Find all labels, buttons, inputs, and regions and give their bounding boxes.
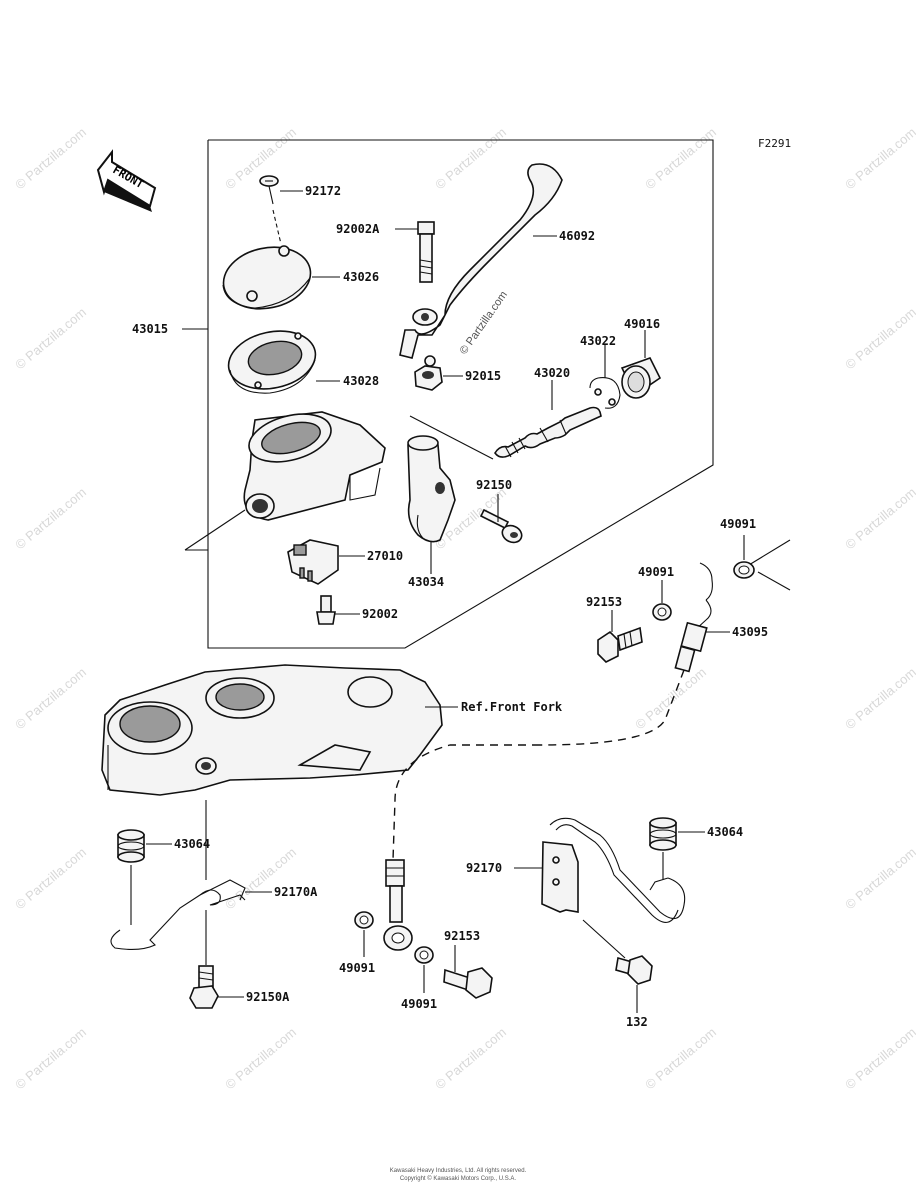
label-49091-d: 49091	[401, 997, 437, 1011]
grommet-43064-b	[649, 817, 677, 851]
watermark: © Partzilla.com	[842, 1024, 916, 1092]
watermark: © Partzilla.com	[842, 124, 916, 192]
watermark: © Partzilla.com	[632, 664, 709, 732]
watermark: © Partzilla.com	[222, 1024, 299, 1092]
label-43020: 43020	[534, 366, 570, 380]
label-49016: 49016	[624, 317, 660, 331]
label-43026: 43026	[343, 270, 379, 284]
bracket-92170	[541, 817, 686, 923]
label-92153-b: 92153	[444, 929, 480, 943]
nut-92015	[414, 355, 443, 391]
watermark: © Partzilla.com	[12, 484, 89, 552]
master-cylinder-body	[243, 411, 386, 521]
label-92172: 92172	[305, 184, 341, 198]
watermark: © Partzilla.com	[12, 1024, 89, 1092]
watermark: © Partzilla.com	[842, 304, 916, 372]
circlip-43022	[589, 377, 621, 409]
boot-49016	[620, 357, 662, 399]
label-92153-a: 92153	[586, 595, 622, 609]
label-ref-front-fork: Ref.Front Fork	[461, 700, 563, 714]
label-43034: 43034	[408, 575, 444, 589]
watermark: © Partzilla.com	[432, 124, 509, 192]
pivot-bolt-92002A	[417, 221, 435, 283]
label-92170: 92170	[466, 861, 502, 875]
footer-line-1: Kawasaki Heavy Industries, Ltd. All righ…	[389, 1168, 527, 1174]
watermark: © Partzilla.com	[842, 844, 916, 912]
watermark: © Partzilla.com	[642, 124, 719, 192]
label-46092: 46092	[559, 229, 595, 243]
watermark: © Partzilla.com	[432, 1024, 509, 1092]
watermark: © Partzilla.com	[12, 844, 89, 912]
assembly-outline	[207, 139, 714, 649]
label-92150A: 92150A	[246, 990, 290, 1004]
washer-49091-a	[733, 561, 755, 579]
watermark: © Partzilla.com	[12, 304, 89, 372]
label-43028: 43028	[343, 374, 379, 388]
washer-49091-c	[354, 911, 374, 929]
label-49091-c: 49091	[339, 961, 375, 975]
watermark: © Partzilla.com	[222, 844, 299, 912]
watermark: © Partzilla.com	[642, 1024, 719, 1092]
label-49091-b: 49091	[638, 565, 674, 579]
clamp-43034	[407, 435, 456, 543]
clip-92170A	[110, 879, 246, 951]
bolt-132	[615, 955, 653, 985]
washer-49091-d	[414, 946, 434, 964]
label-27010: 27010	[367, 549, 403, 563]
screw-92172	[259, 175, 282, 245]
washer-49091-b	[652, 603, 672, 621]
label-92150: 92150	[476, 478, 512, 492]
bolt-92150	[479, 508, 523, 544]
switch-27010	[287, 539, 339, 585]
front-arrow-icon: FRONT	[96, 149, 157, 212]
label-43022: 43022	[580, 334, 616, 348]
label-43095: 43095	[732, 625, 768, 639]
triple-clamp	[101, 664, 443, 796]
hose-fitting-lower	[383, 859, 413, 951]
label-132: 132	[626, 1015, 648, 1029]
watermark: © Partzilla.com	[842, 484, 916, 552]
lever-watermark: © Partzilla.com	[458, 289, 510, 357]
bolt-92150A	[189, 965, 219, 1009]
watermark: © Partzilla.com	[12, 664, 89, 732]
banjo-bolt-92153-a	[597, 626, 643, 663]
reservoir-cap-43026	[222, 245, 312, 310]
diaphragm-43028	[227, 330, 317, 394]
footer-line-2: Copyright © Kawasaki Motors Corp., U.S.A…	[399, 1176, 517, 1182]
label-49091-a: 49091	[720, 517, 756, 531]
watermark: © Partzilla.com	[12, 124, 89, 192]
watermark: © Partzilla.com	[842, 664, 916, 732]
label-92002: 92002	[362, 607, 398, 621]
label-43064-b: 43064	[707, 825, 743, 839]
label-92015: 92015	[465, 369, 501, 383]
label-43015: 43015	[132, 322, 168, 336]
screw-92002	[316, 595, 336, 625]
label-92002A: 92002A	[336, 222, 380, 236]
grommet-43064-a	[117, 829, 145, 863]
banjo-bolt-92153-b	[443, 967, 493, 999]
piston-43020	[494, 406, 602, 458]
label-43064-a: 43064	[174, 837, 210, 851]
label-92170A: 92170A	[274, 885, 318, 899]
diagram-code: F2291	[758, 137, 791, 150]
brake-hose-43095	[674, 562, 713, 673]
